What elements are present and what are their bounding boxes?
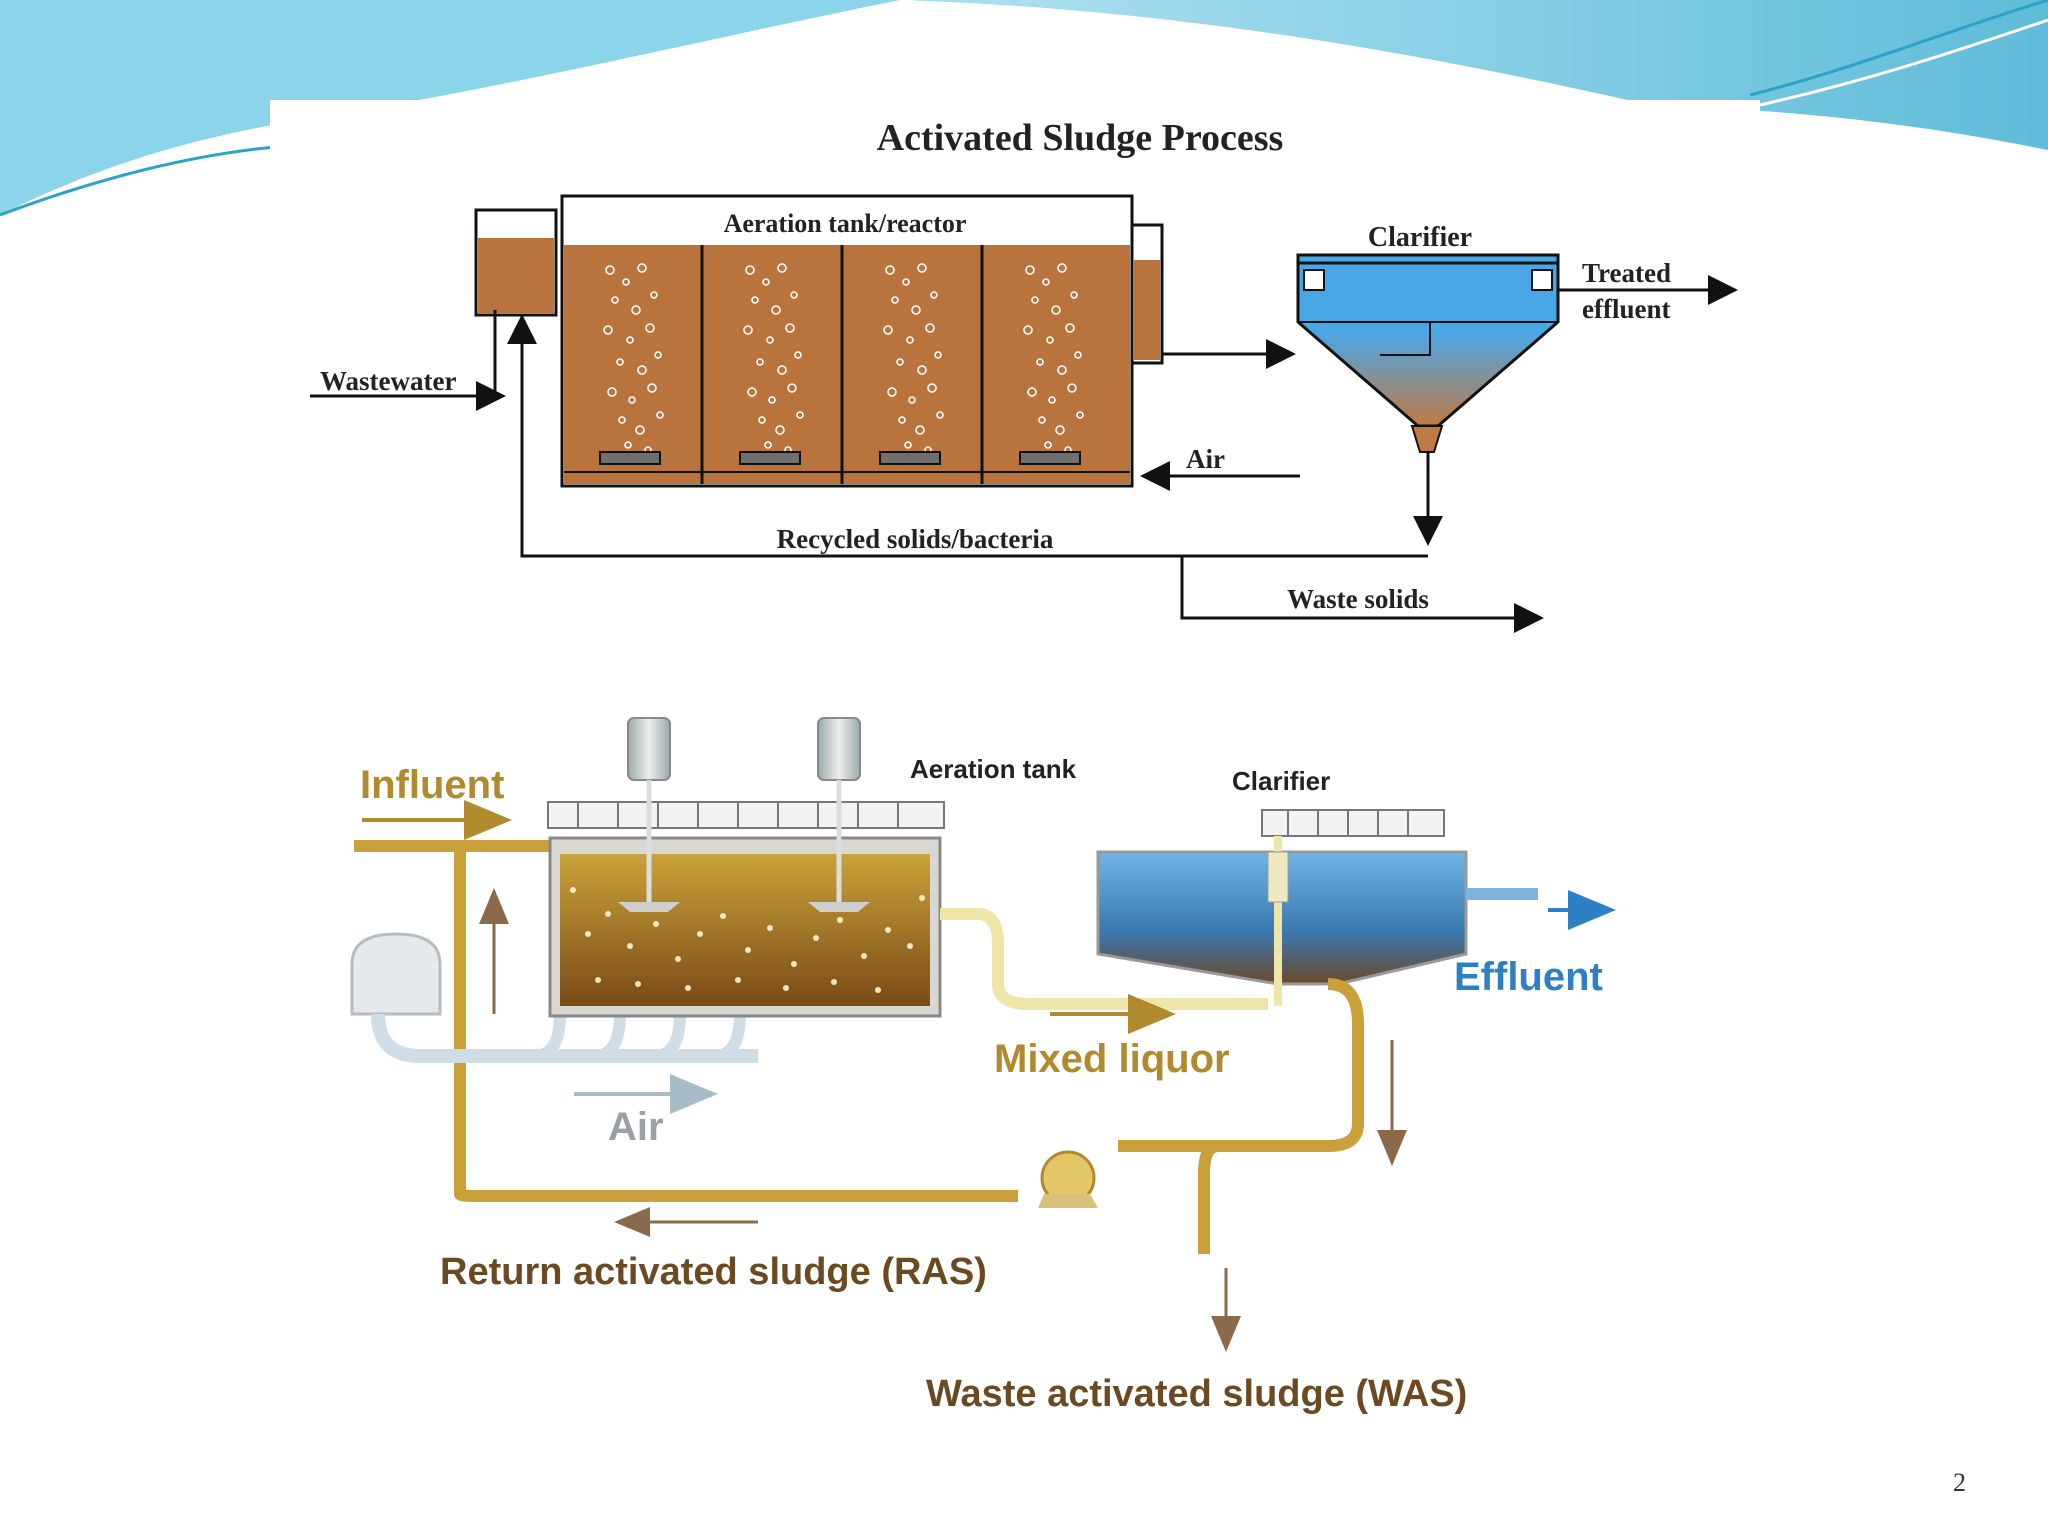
tank-bubbles: [570, 887, 925, 993]
mixer-motors: [618, 717, 870, 912]
mixed-liquor-pipe: [940, 908, 1268, 1010]
air-drop-pipes: [533, 1013, 746, 1062]
recycled-solids-label: Recycled solids/bacteria: [777, 524, 1054, 554]
was-pipe: [1198, 1140, 1219, 1254]
air-diffusers: [599, 451, 1081, 465]
air-bubbles: [603, 263, 1084, 454]
treated-effluent-label-line2: effluent: [1582, 294, 1670, 324]
recycled-solids-line: [507, 314, 1428, 558]
top-diagram-title: Activated Sludge Process: [877, 117, 1284, 159]
treated-effluent-label-line1: Treated: [1582, 258, 1671, 288]
ras-pipe: [454, 846, 1018, 1202]
activated-sludge-illustration: Influent Aeration tank Clarifier Air: [338, 684, 1628, 1426]
was-label: Waste activated sludge (WAS): [926, 1373, 1467, 1415]
top-clarifier: [1296, 253, 1560, 453]
effluent-label: Effluent: [1454, 955, 1603, 999]
mixed-liquor-label: Mixed liquor: [994, 1037, 1230, 1081]
air-pipe: [371, 1013, 758, 1063]
bottom-air-label: Air: [608, 1105, 664, 1149]
wastewater-label: Wastewater: [320, 366, 456, 396]
tank-walkway: [547, 801, 945, 829]
page-number: 2: [1953, 1468, 1966, 1497]
top-air-label: Air: [1186, 444, 1225, 474]
influent-label: Influent: [360, 763, 504, 807]
bottom-clarifier-label: Clarifier: [1232, 766, 1330, 796]
aeration-tank-label: Aeration tank/reactor: [724, 209, 967, 238]
air-blower: [350, 932, 442, 1016]
ras-label: Return activated sludge (RAS): [440, 1251, 987, 1293]
waste-solids-label: Waste solids: [1287, 584, 1429, 614]
sludge-withdrawal-pipe: [1118, 978, 1364, 1152]
top-clarifier-label: Clarifier: [1368, 222, 1472, 253]
activated-sludge-schematic: Activated Sludge Process Aeration tank/r…: [270, 100, 1760, 680]
waste-solids-line: [1180, 556, 1544, 633]
bottom-aeration-tank-label: Aeration tank: [910, 754, 1077, 784]
bottom-clarifier: [1096, 809, 1468, 1006]
